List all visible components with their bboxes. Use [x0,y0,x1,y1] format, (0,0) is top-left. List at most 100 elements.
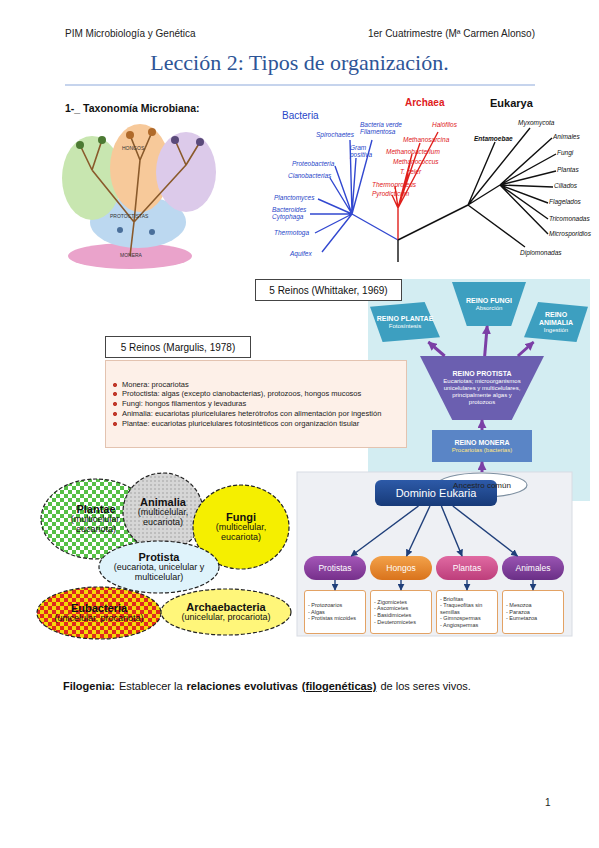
node-heading: Protista [139,551,180,563]
taxon-label: Methanococcus [393,158,439,165]
node-shape [99,541,219,593]
node-heading: Fungi [226,511,256,523]
node-shape [432,430,532,462]
taxon-label: Entamoebae [474,135,513,142]
list-item: - Zigomicetes [374,599,428,606]
taxon-label: Plantas [557,166,579,173]
taxon-label: Planctomyces [274,194,314,201]
node-text: (multicelular, eucariota) [132,508,194,528]
phylogenetic-tree [310,128,556,262]
node-text: (unicelular, procariota) [181,613,270,623]
group-pill: Plantas [436,556,498,580]
taxon-label: Pyrodicticum [372,190,409,197]
organism-icon [149,229,155,235]
group-list-box: - Mesozoa- Parazoa- Eumetazoa [502,590,564,634]
caption-box: 5 Reinos (Margulis, 1978) [105,336,251,358]
node-heading: REINO FUNGI [466,297,512,305]
list-item: - Angiospermas [440,622,494,629]
node-heading: Protistas [318,563,351,573]
node-heading: Plantas [453,563,481,573]
organism-icon [196,138,204,146]
node-text: Ingestión [544,327,568,334]
kingdom-shape: REINO ANIMALIAIngestión [524,302,588,342]
node-text: (multicelular, eucariota) [56,515,136,535]
taxon-label: Myxomycota [518,119,554,126]
connector-arrow [481,420,484,430]
node-text: Procariotas (bacterias) [452,447,512,454]
list-item: - Eumetazoa [506,615,560,622]
domain-label: Eukarya [490,97,533,109]
domain-label: Bacteria [282,110,319,121]
node-heading: Animales [516,563,551,573]
group-pill: Animales [502,556,564,580]
page-number: 1 [545,797,551,808]
group-list-box: - Briofitas- Traqueofitas sin semillas- … [436,590,498,634]
organism-icon [148,128,156,136]
connector-arrow [453,506,518,556]
connector-arrow [466,580,467,590]
header-text: PIM Microbiología y Genética [65,28,196,39]
node-outline [452,282,526,326]
list-item: Fungi: hongos filamentos y levaduras [112,399,400,409]
connector-arrow [532,580,533,590]
taxon-label: Animales [553,133,580,140]
node-text: Eucariotas; microorganismos unicelulares… [440,378,524,406]
connector-arrow [485,326,488,356]
connector-arrow [334,580,335,590]
node-shape [161,589,291,635]
group-list-box: - Zigomicetes- Ascomicetes- Basidimicete… [370,590,432,634]
node-outline [432,430,532,462]
organism-icon [76,141,84,149]
node-heading: REINO PLANTAE [377,315,434,323]
node-text: (unicelular, procariota) [54,614,143,624]
connector-arrow [428,342,444,356]
list-item: - Protozoarios [308,602,362,609]
node-shape [420,356,544,420]
header-text: 1er Cuatrimestre (Mª Carmen Alonso) [368,28,535,39]
organism-icon [117,227,123,233]
taxon-label: Bacteria verde Filamentosa [360,121,402,135]
list-item: Monera: procariotas [112,380,400,390]
kingdom-leaf: Animalia(multicelular, eucariota) [122,472,204,552]
taxon-label: Flagelados [549,198,581,205]
taxon-label: Methanosarcina [403,136,449,143]
connector-arrow [481,462,484,472]
kingdom-leaf: Protista(eucariota, unicelular y multice… [98,540,220,594]
taxon-label: Gram positiva [350,144,380,158]
taxon-label: Bacteroides Cytophaga [272,206,312,220]
kingdom-shape: REINO PROTISTAEucariotas; microorganismo… [420,356,544,420]
node-shape [452,282,526,326]
node-heading: REINO PROTISTA [453,370,512,378]
kingdom-shape: REINO FUNGIAbsorción [452,282,526,326]
group-pill: Hongos [370,556,432,580]
node-heading: Archaebacteria [186,601,266,613]
node-heading: Hongos [386,563,415,573]
kingdom-leaf: Archaebacteria(unicelular, procariota) [160,588,292,636]
taxon-label: Thermoproteus [372,181,416,188]
tree-of-life-illustration [62,124,216,269]
node-text: (multicelular, eucariota) [206,523,276,543]
illustration-blob [156,132,216,212]
node-text: Fotosíntesis [389,323,421,330]
title-rule [65,84,535,85]
kingdom-shape: REINO PLANTAEFotosíntesis [370,302,440,342]
organism-icon [98,136,106,144]
caption-box: 5 Reinos (Whittaker, 1969) [255,279,402,301]
node-outline [370,302,440,342]
list-item: - Briofitas [440,596,494,603]
footer-text: (filogenéticas) [302,680,377,692]
list-item: - Protistas micoides [308,615,362,622]
taxon-label: Cianobacterias [288,172,331,179]
kingdom-shape: REINO MONERAProcariotas (bacterias) [432,430,532,462]
illustration-label: HONGOS [122,146,144,152]
illustration-label: PROTOCTISTAS [110,214,148,220]
connector-arrow [407,506,430,556]
caption-text: 5 Reinos (Margulis, 1978) [121,342,236,353]
organism-icon [171,136,179,144]
node-text: Absorción [476,305,503,312]
taxon-label: Proteobacteria [292,160,334,167]
node-heading: REINO ANIMALIA [530,311,582,327]
connector-arrow [518,342,534,356]
